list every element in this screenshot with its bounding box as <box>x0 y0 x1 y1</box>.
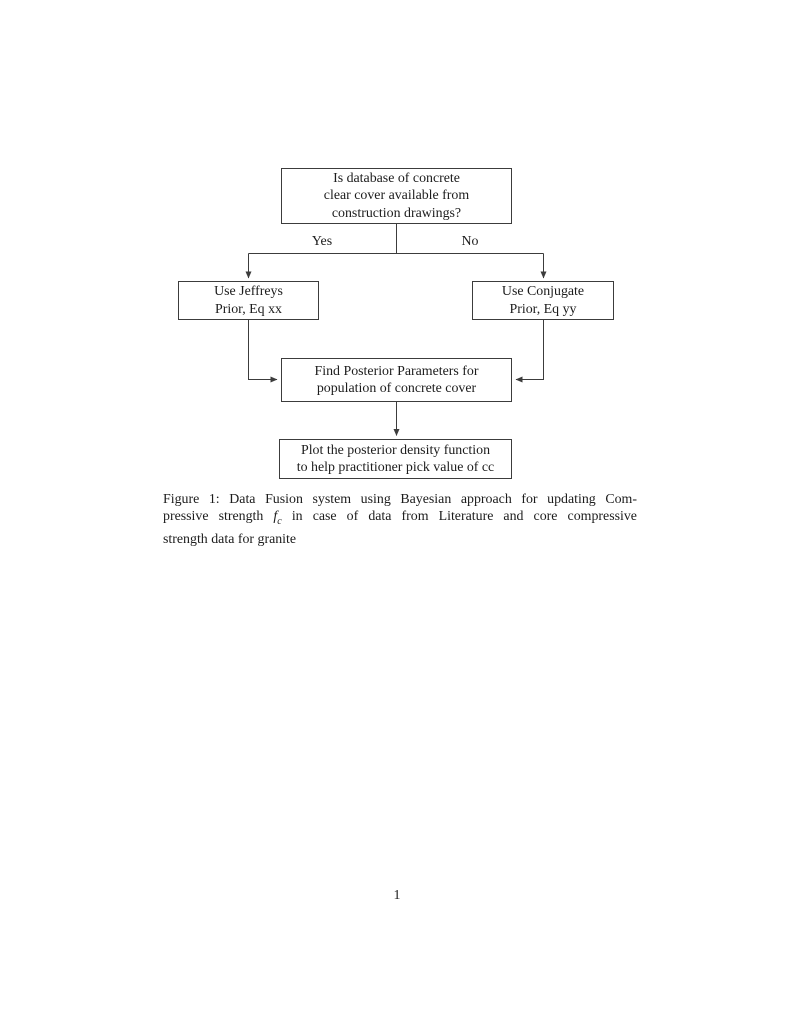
node-text-line: Find Posterior Parameters for <box>314 363 479 379</box>
caption-text: pressive strength <box>163 509 264 525</box>
node-text-line: construction drawings? <box>331 205 462 221</box>
node-text-line: to help practitioner pick value of cc <box>296 460 495 475</box>
caption-text: in case of data from Literature and core… <box>291 509 637 525</box>
node-text-line: Prior, Eq yy <box>509 301 577 317</box>
flow-node-jeffreys-prior: Use Jeffreys Prior, Eq xx <box>178 281 319 320</box>
flow-node-conjugate-prior: Use Conjugate Prior, Eq yy <box>472 281 614 320</box>
node-text-line: Prior, Eq xx <box>215 301 282 317</box>
node-text-line: population of concrete cover <box>316 381 477 396</box>
edge-label-no: No <box>461 234 479 249</box>
node-text-line: Use Conjugate <box>501 284 585 300</box>
edge-jeffreys-to-posterior <box>248 319 278 383</box>
caption-line-1: Figure 1: Data Fusion system using Bayes… <box>163 492 637 507</box>
node-text-line: Use Jeffreys <box>214 284 283 300</box>
caption-math-fc: fc <box>273 509 282 528</box>
node-text-line: Plot the posterior density function <box>300 442 491 458</box>
figure-caption: Figure 1: Data Fusion system using Bayes… <box>163 491 637 548</box>
flow-node-question: Is database of concrete clear cover avai… <box>281 168 512 224</box>
page-number: 1 <box>393 888 401 903</box>
caption-line-2: pressive strength fc in case of data fro… <box>163 508 637 530</box>
node-text-line: clear cover available from <box>323 188 470 204</box>
flow-node-plot-density: Plot the posterior density function to h… <box>279 439 512 479</box>
caption-line-3: strength data for granite <box>163 531 297 547</box>
edge-label-yes: Yes <box>311 234 333 249</box>
edge-conjugate-to-posterior <box>515 319 544 383</box>
flow-node-posterior-parameters: Find Posterior Parameters for population… <box>281 358 512 402</box>
node-text-line: Is database of concrete <box>333 171 460 187</box>
